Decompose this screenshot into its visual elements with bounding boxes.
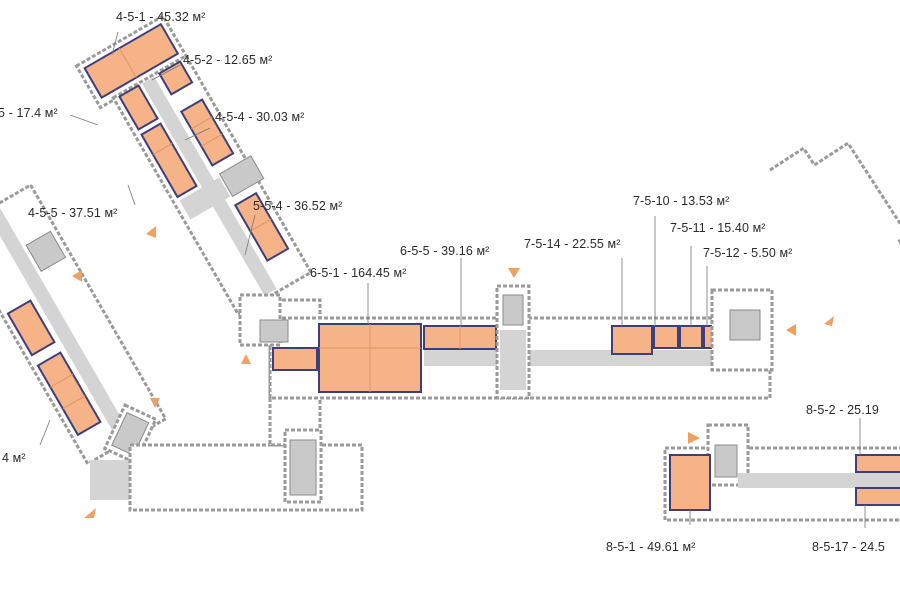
entrance-arrow-icon	[84, 508, 96, 518]
entrance-arrow-icon	[150, 398, 160, 408]
wing-4-5	[74, 13, 314, 317]
unit-4-5-4[interactable]	[179, 98, 235, 167]
entrance-arrow-icon	[824, 316, 834, 326]
entrance-arrows	[72, 226, 834, 518]
unit-5-5-4[interactable]	[233, 191, 290, 262]
unit-label-7-5-10[interactable]: 7-5-10 - 13.53 м²	[633, 194, 730, 208]
unit-4-5-1[interactable]	[83, 22, 180, 100]
unit-label-7-5-14[interactable]: 7-5-14 - 22.55 м²	[524, 237, 621, 251]
unit-small-center[interactable]	[272, 347, 318, 371]
unit-4-5-3[interactable]	[118, 84, 159, 131]
unit-7-5-14[interactable]	[611, 325, 653, 355]
wing-right	[769, 141, 900, 314]
unit-4-5-2[interactable]	[157, 60, 194, 96]
unit-label-4-5-1[interactable]: 4-5-1 - 45.32 м²	[116, 10, 206, 24]
entrance-arrow-icon	[241, 354, 251, 364]
unit-label-4-5-2[interactable]: 4-5-2 - 12.65 м²	[183, 53, 273, 67]
unit-label-8-5-1[interactable]: 8-5-1 - 49.61 м²	[606, 540, 696, 554]
unit-label-left-bottom[interactable]: 4 м²	[2, 451, 26, 465]
entrance-arrow-icon	[688, 432, 700, 444]
unit-4-5-5[interactable]	[140, 122, 198, 199]
entrance-arrow-icon	[146, 226, 156, 238]
unit-label-6-5-1[interactable]: 6-5-1 - 164.45 м²	[310, 266, 407, 280]
entrance-arrow-icon	[786, 324, 796, 336]
unit-7-5-11[interactable]	[679, 325, 703, 349]
unit-label-7-5-11[interactable]: 7-5-11 - 15.40 м²	[670, 221, 766, 235]
unit-label-8-5-2[interactable]: 8-5-2 - 25.19	[806, 403, 879, 417]
unit-label-6-5-5[interactable]: 6-5-5 - 39.16 м²	[400, 244, 490, 258]
unit-label-4-5-4[interactable]: 4-5-4 - 30.03 м²	[215, 110, 305, 124]
unit-label-4-5-3[interactable]: 5 - 17.4 м²	[0, 106, 58, 120]
unit-left-1[interactable]	[6, 299, 56, 357]
unit-label-8-5-17[interactable]: 8-5-17 - 24.5	[812, 540, 885, 554]
unit-label-5-5-4[interactable]: 5-5-4 - 36.52 м²	[253, 199, 343, 213]
unit-label-7-5-12[interactable]: 7-5-12 - 5.50 м²	[703, 246, 793, 260]
entrance-arrow-icon	[72, 270, 82, 282]
unit-8-5-17[interactable]	[855, 487, 900, 506]
leader-lines	[39, 31, 866, 528]
unit-7-5-10[interactable]	[653, 325, 679, 349]
stair-left	[102, 403, 158, 465]
unit-label-4-5-5[interactable]: 4-5-5 - 37.51 м²	[28, 206, 118, 220]
entrance-arrow-icon	[508, 268, 520, 278]
unit-8-5-1[interactable]	[669, 454, 711, 511]
unit-8-5-2[interactable]	[855, 454, 900, 473]
unit-left-2[interactable]	[36, 351, 102, 437]
